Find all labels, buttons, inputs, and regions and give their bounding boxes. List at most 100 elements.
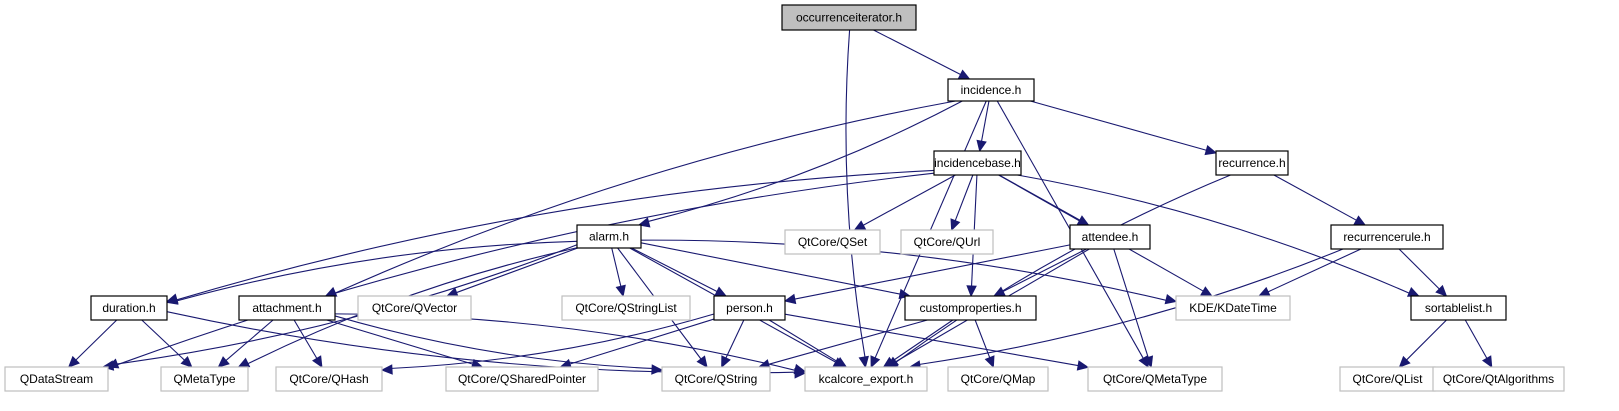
arrowhead-person-to-qhash <box>380 364 393 375</box>
node-qurl: QtCore/QUrl <box>900 229 994 255</box>
arrowhead-incidencebase-to-qset <box>853 220 867 231</box>
node-label-qhash: QtCore/QHash <box>289 372 368 386</box>
arrowhead-recurrence-to-recurrencerule <box>1353 215 1367 226</box>
arrowhead-alarm-to-person <box>714 286 728 297</box>
arrowhead-attendee-to-qtcore_qmetatype <box>1142 355 1154 369</box>
node-attachment[interactable]: attachment.h <box>238 295 336 321</box>
arrowhead-attachment-to-qmetatype <box>217 356 230 368</box>
edge-attachment-to-qmetatype <box>225 319 274 361</box>
node-customproperties[interactable]: customproperties.h <box>904 295 1037 321</box>
arrowhead-person-to-qstring <box>721 355 731 369</box>
edge-person-to-qtcore_qmetatype <box>784 313 1079 367</box>
node-qhash: QtCore/QHash <box>275 366 383 392</box>
edge-duration-to-qmetatype <box>141 319 185 361</box>
node-sortablelist[interactable]: sortablelist.h <box>1410 295 1507 321</box>
node-label-qmap: QtCore/QMap <box>961 372 1036 386</box>
node-recurrencerule[interactable]: recurrencerule.h <box>1330 224 1444 250</box>
node-box-qtalgorithms <box>1432 366 1565 392</box>
node-box-attachment <box>238 295 336 321</box>
node-label-recurrencerule: recurrencerule.h <box>1343 230 1430 244</box>
arrowhead-alarm-to-qstringlist <box>615 284 626 298</box>
edge-incidence-to-alarm <box>648 100 963 222</box>
arrowhead-recurrencerule-to-kdatetime <box>1257 286 1271 297</box>
node-box-qurl <box>900 229 994 255</box>
node-label-qtcore_qmetatype: QtCore/QMetaType <box>1103 372 1207 386</box>
nodes-layer: occurrenceiterator.h incidence.h incidence… <box>4 4 1565 392</box>
arrowhead-recurrencerule-to-sortablelist <box>1435 284 1448 297</box>
arrowhead-incidencebase-to-customproperties <box>966 285 977 298</box>
edge-recurrence-to-kcalcore_export <box>895 174 1231 363</box>
node-label-qset: QtCore/QSet <box>798 235 868 249</box>
edge-person-to-qhash <box>391 313 715 369</box>
arrowhead-alarm-to-qmetatype <box>237 357 251 368</box>
node-box-qhash <box>275 366 383 392</box>
node-label-duration: duration.h <box>102 301 155 315</box>
node-box-qdatastream <box>4 366 109 392</box>
node-box-qmetatype <box>160 366 249 392</box>
node-label-customproperties: customproperties.h <box>919 301 1021 315</box>
arrowhead-attachment-to-kcalcore_export <box>793 363 807 375</box>
node-occurrenceiterator[interactable]: occurrenceiterator.h <box>781 4 917 31</box>
node-label-qtalgorithms: QtCore/QtAlgorithms <box>1443 372 1554 386</box>
node-box-qmap <box>947 366 1049 392</box>
node-label-qlist: QtCore/QList <box>1352 372 1423 386</box>
node-recurrence[interactable]: recurrence.h <box>1215 150 1289 176</box>
node-box-duration <box>90 295 168 321</box>
node-person[interactable]: person.h <box>713 295 786 321</box>
node-label-qurl: QtCore/QUrl <box>914 235 981 249</box>
node-qvector: QtCore/QVector <box>357 295 472 321</box>
edge-incidencebase-to-sortablelist <box>1017 174 1410 294</box>
edge-attendee-to-customproperties <box>1002 248 1087 292</box>
node-qstring: QtCore/QString <box>661 366 771 392</box>
edge-recurrencerule-to-kdatetime <box>1267 248 1362 293</box>
arrowhead-customproperties-to-kcalcore_export <box>882 356 896 368</box>
node-kcalcore_export: kcalcore_export.h <box>804 366 928 392</box>
node-label-recurrence: recurrence.h <box>1218 156 1285 170</box>
node-box-alarm <box>576 224 642 249</box>
arrowhead-incidencebase-to-kdatetime <box>1200 286 1213 297</box>
node-box-recurrence <box>1215 150 1289 176</box>
node-qstringlist: QtCore/QStringList <box>561 295 691 321</box>
arrowhead-incidencebase-to-sortablelist <box>1406 287 1420 297</box>
node-qset: QtCore/QSet <box>784 229 881 255</box>
node-label-alarm: alarm.h <box>589 230 629 244</box>
node-box-qset <box>784 229 881 255</box>
node-incidence[interactable]: incidence.h <box>947 78 1035 102</box>
node-label-qmetatype: QMetaType <box>173 372 235 386</box>
node-label-person: person.h <box>726 301 773 315</box>
edge-incidence-to-attachment <box>335 100 956 294</box>
node-label-attendee: attendee.h <box>1082 230 1139 244</box>
node-box-sortablelist <box>1410 295 1507 321</box>
edge-attendee-to-person <box>794 244 1071 300</box>
node-box-kdatetime <box>1175 295 1291 321</box>
arrowhead-incidence-to-incidencebase <box>976 139 987 153</box>
node-label-kdatetime: KDE/KDateTime <box>1189 301 1277 315</box>
node-label-attachment: attachment.h <box>252 301 321 315</box>
node-attendee[interactable]: attendee.h <box>1069 224 1151 250</box>
node-duration[interactable]: duration.h <box>90 295 168 321</box>
edge-incidencebase-to-duration <box>176 169 935 301</box>
arrowhead-duration-to-qdatastream <box>67 355 80 368</box>
node-box-kcalcore_export <box>804 366 928 392</box>
edge-incidence-to-recurrence <box>1030 100 1207 151</box>
arrowhead-alarm-to-qstring <box>696 355 708 368</box>
node-label-qstring: QtCore/QString <box>675 372 758 386</box>
node-alarm[interactable]: alarm.h <box>576 224 642 249</box>
arrowhead-person-to-qtcore_qmetatype <box>1076 360 1090 371</box>
node-box-qvector <box>357 295 472 321</box>
edge-alarm-to-person <box>631 247 718 292</box>
node-box-incidencebase <box>933 150 1022 176</box>
node-incidencebase[interactable]: incidencebase.h <box>933 150 1022 176</box>
node-box-qsharedpointer <box>445 366 599 392</box>
arrowhead-attendee-to-customproperties <box>992 286 1006 297</box>
arrowhead-incidence-to-alarm <box>637 217 651 228</box>
node-label-qstringlist: QtCore/QStringList <box>575 301 677 315</box>
arrowhead-occurrenceiterator-to-kcalcore_export <box>858 355 869 369</box>
edge-attachment-to-qstring <box>334 315 653 369</box>
node-label-qsharedpointer: QtCore/QSharedPointer <box>458 372 586 386</box>
edge-occurrenceiterator-to-kcalcore_export <box>845 29 866 358</box>
edge-customproperties-to-qmap <box>974 319 991 358</box>
node-qdatastream: QDataStream <box>4 366 109 392</box>
edge-occurrenceiterator-to-incidence <box>873 29 961 75</box>
